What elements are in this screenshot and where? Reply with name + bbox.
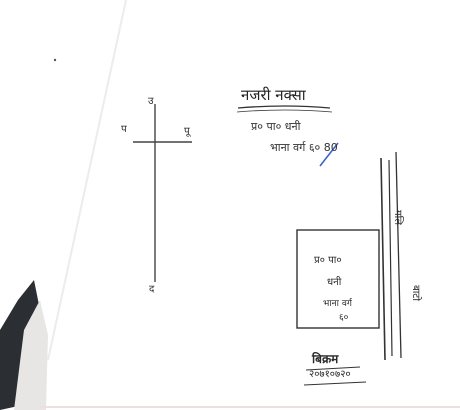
area-line-text: भाना वर्ग ६० 80: [270, 141, 338, 154]
signature-date: २०७१०७२०: [309, 369, 351, 380]
document-title: नजरी नक्सा: [241, 86, 306, 104]
curl-crease: [47, 0, 127, 361]
compass-south-label: द: [149, 284, 155, 295]
road-line-1: [380, 157, 386, 361]
compass-west-label: प: [121, 124, 127, 135]
date-underline: [303, 381, 367, 386]
title-underline-2: [236, 109, 333, 113]
compass-north-label: उ: [148, 96, 154, 107]
plot-line-1: प्र० पा०: [314, 255, 342, 266]
plot-line-3: भाना वर्ग: [323, 299, 352, 309]
signature: बिक्रम: [312, 352, 339, 366]
plot-boundary: [296, 229, 380, 329]
compass-east-label: पू: [184, 126, 190, 137]
road-line-2: [388, 159, 393, 357]
area-line: भाना वर्ग ६० 80: [270, 142, 338, 153]
page-curl-edge: [14, 300, 48, 410]
plot-line-2: धनी: [327, 277, 342, 288]
road-label-top: गलि: [392, 210, 403, 225]
blue-pen-stroke: [319, 142, 339, 167]
signature-underline: [305, 366, 361, 371]
road-line-3: [395, 151, 402, 359]
road-label-side: बाटो: [410, 285, 421, 301]
plot-line-4: ६०: [339, 313, 349, 323]
dust-speck: [53, 58, 57, 62]
measure-line: प्र० पा० धनी: [251, 120, 301, 133]
title-underline: [237, 105, 331, 109]
curled-page-edge: [0, 0, 128, 355]
